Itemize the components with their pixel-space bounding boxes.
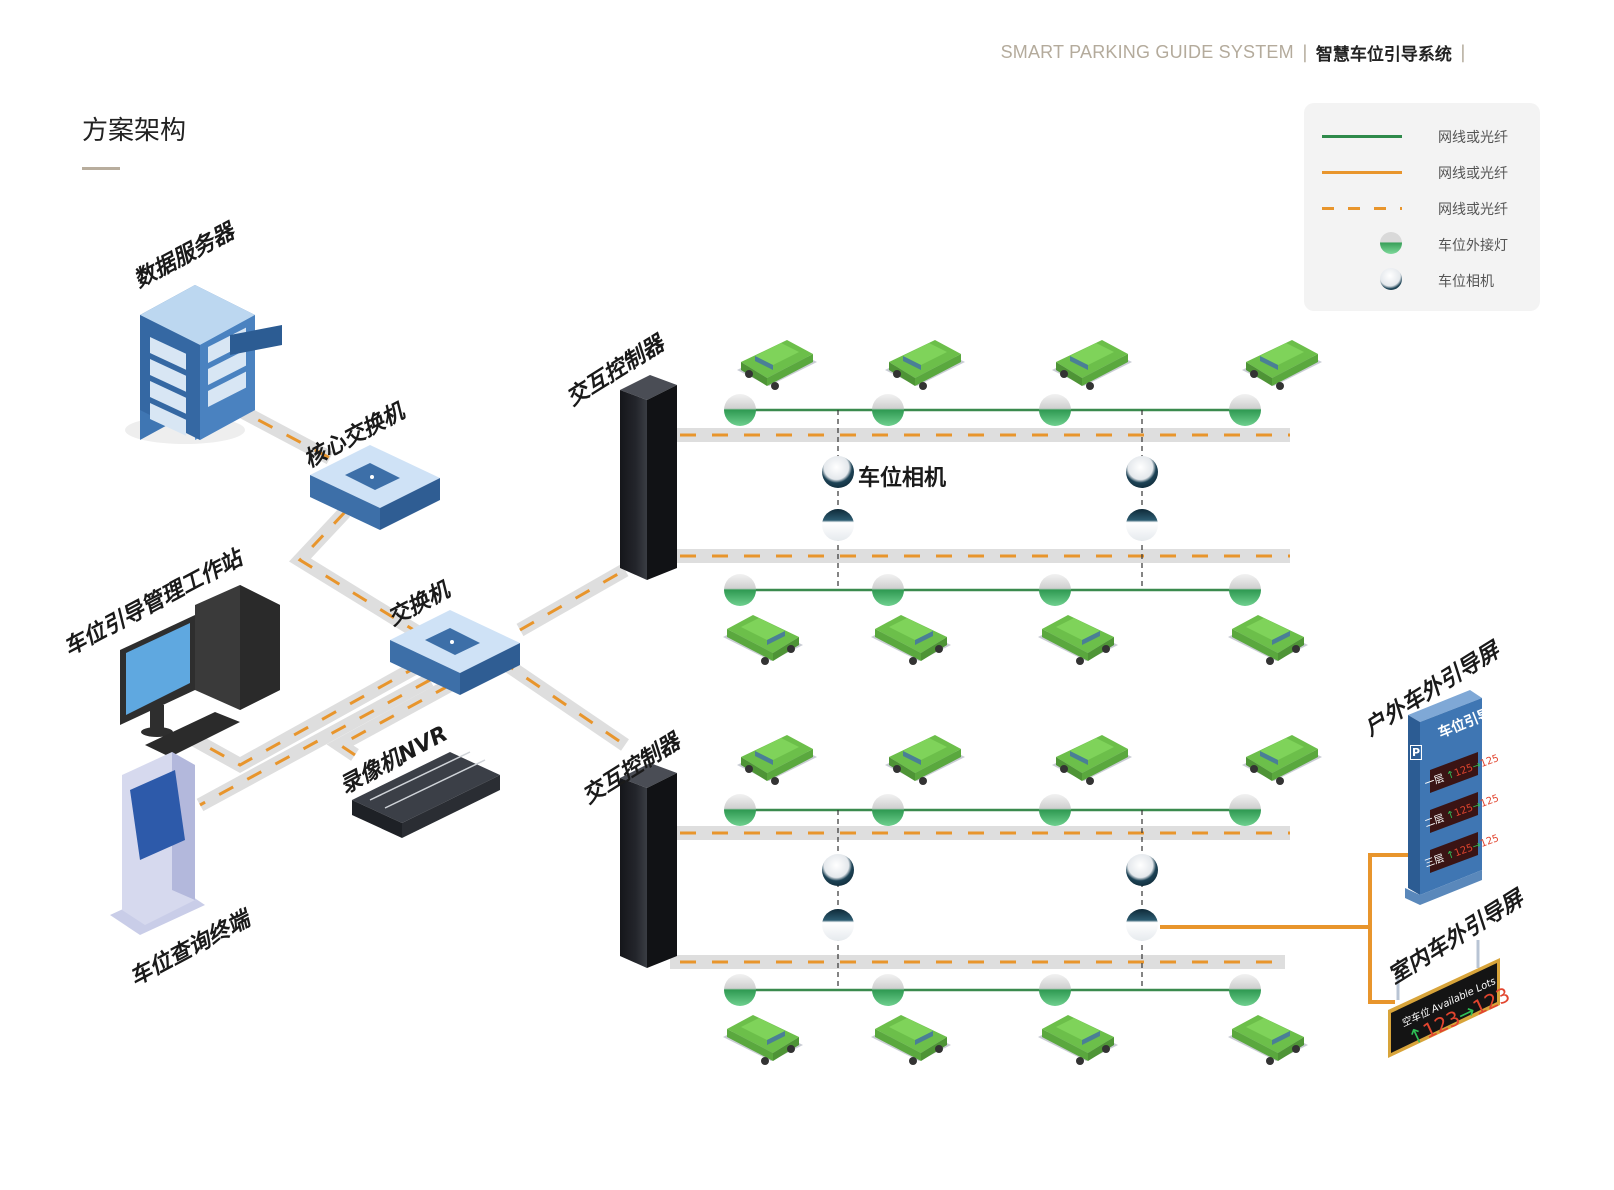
car-icon <box>885 340 965 390</box>
space-camera-icon <box>822 854 854 886</box>
parking-cars <box>723 340 1322 1065</box>
indicator-light-icon <box>1229 574 1261 606</box>
nvr-icon <box>352 751 500 838</box>
indicator-light-icon <box>1229 394 1261 426</box>
query-terminal-icon <box>110 752 205 935</box>
indicator-light-icon <box>1039 794 1071 826</box>
header-chinese-title: 智慧车位引导系统 <box>1315 45 1452 65</box>
camera-callout-label: 车位相机 <box>858 466 947 491</box>
title-underline <box>82 167 120 170</box>
workstation-icon <box>120 585 280 757</box>
camera-icon <box>1380 268 1402 290</box>
space-camera-icon <box>822 456 854 488</box>
sign-links <box>1160 853 1410 1004</box>
car-icon <box>723 1015 803 1065</box>
indoor-guide-screen-icon <box>1388 940 1500 1058</box>
outdoor-guide-screen-icon <box>1405 690 1482 905</box>
indicator-lights <box>724 394 1261 1006</box>
legend-item-camera: 车位相机 <box>1304 265 1540 295</box>
legend-label: 网线或光纤 <box>1438 130 1508 146</box>
page-title: 方案架构 <box>82 116 187 146</box>
car-icon <box>871 615 951 665</box>
legend-label: 车位外接灯 <box>1438 238 1508 254</box>
space-camera-icon <box>822 509 854 541</box>
switch-icon <box>390 610 520 695</box>
indicator-light-icon <box>872 394 904 426</box>
car-icon <box>737 340 817 390</box>
indicator-light-icon <box>724 974 756 1006</box>
indicator-light-icon <box>1039 574 1071 606</box>
space-camera-icon <box>1126 854 1158 886</box>
indicator-light-icon <box>1229 974 1261 1006</box>
car-icon <box>871 1015 951 1065</box>
parking-p-icon: P <box>1410 745 1423 760</box>
page-header: SMART PARKING GUIDE SYSTEM | 智慧车位引导系统 | <box>1001 40 1474 65</box>
indicator-light-icon <box>1039 974 1071 1006</box>
car-icon <box>1228 615 1308 665</box>
car-icon <box>885 735 965 785</box>
legend-label: 车位相机 <box>1438 274 1494 290</box>
network-links <box>191 398 1290 969</box>
car-icon <box>1242 340 1322 390</box>
space-camera-icon <box>1126 456 1158 488</box>
indicator-light-icon <box>724 794 756 826</box>
header-trailing-separator: | <box>1459 42 1466 63</box>
legend-item-green-line: 网线或光纤 <box>1304 121 1540 151</box>
car-icon <box>1038 615 1118 665</box>
indicator-light-icon <box>1229 794 1261 826</box>
core-switch-icon <box>310 445 440 530</box>
green-line-icon <box>1322 135 1402 138</box>
header-english-title: SMART PARKING GUIDE SYSTEM <box>1000 42 1294 62</box>
orange-line-icon <box>1322 171 1402 174</box>
indicator-light-icon <box>1380 232 1402 254</box>
controller-top-icon <box>620 375 677 580</box>
indicator-light-icon <box>872 574 904 606</box>
legend-label: 网线或光纤 <box>1438 166 1508 182</box>
legend-item-indicator-light: 车位外接灯 <box>1304 229 1540 259</box>
car-icon <box>1038 1015 1118 1065</box>
car-icon <box>723 615 803 665</box>
space-cameras <box>822 456 1158 941</box>
car-icon <box>1052 735 1132 785</box>
legend-item-orange-dashed: 网线或光纤 <box>1304 193 1540 223</box>
car-icon <box>1242 735 1322 785</box>
legend-item-orange-line: 网线或光纤 <box>1304 157 1540 187</box>
car-icon <box>1228 1015 1308 1065</box>
space-camera-icon <box>1126 509 1158 541</box>
data-server-icon <box>125 285 282 444</box>
legend: 网线或光纤 网线或光纤 网线或光纤 车位外接灯 车位相机 <box>1304 103 1540 311</box>
indicator-light-icon <box>724 394 756 426</box>
orange-dashed-line-icon <box>1322 207 1402 210</box>
camera-links <box>837 410 1143 990</box>
indicator-light-icon <box>872 974 904 1006</box>
header-separator: | <box>1301 42 1308 63</box>
indicator-light-icon <box>1039 394 1071 426</box>
indicator-light-icon <box>872 794 904 826</box>
car-icon <box>1052 340 1132 390</box>
indicator-light-icon <box>724 574 756 606</box>
space-camera-icon <box>822 909 854 941</box>
legend-label: 网线或光纤 <box>1438 202 1508 218</box>
controller-bottom-icon <box>620 763 677 968</box>
car-icon <box>737 735 817 785</box>
light-links <box>740 408 1245 992</box>
space-camera-icon <box>1126 909 1158 941</box>
